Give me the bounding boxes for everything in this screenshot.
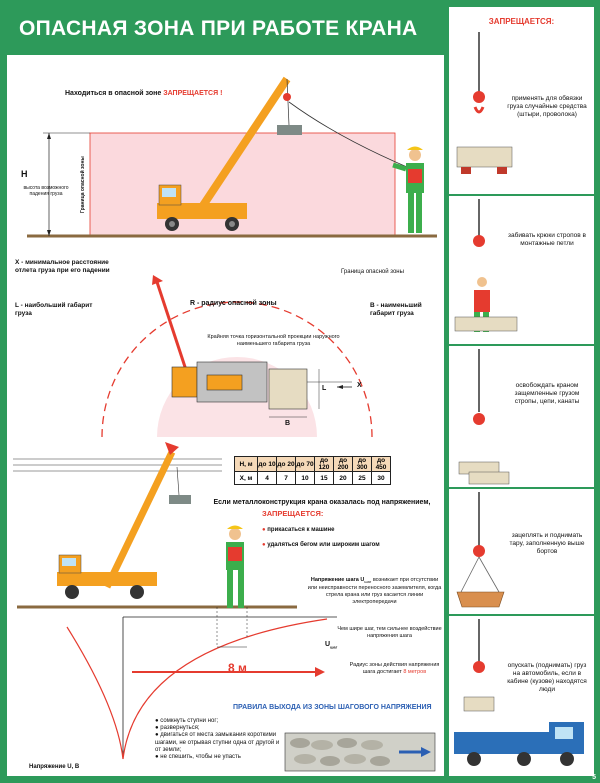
side-item-1: применять для обвязки груза случайные ср… [507,95,587,118]
voltage-axis-label: Напряжение U, B [29,764,80,770]
radius-text: Радиус зоны действия напряжения шага дос… [347,662,442,676]
u-letter: U [325,641,331,648]
exit-rule-2-text: развернуться; [160,725,200,732]
table-cell: до 120 [314,456,334,472]
b-caption: B - наименьший габарит груза [370,302,422,317]
side-header: ЗАПРЕЩАЕТСЯ: [488,17,555,26]
step-voltage-description: возникает при отсутствии или неисправнос… [307,577,442,606]
exit-rule-3: ● двигаться от места замыкания короткими… [155,732,283,754]
step-wider-text: Чем шире шаг, тем сильнее воздействие на… [337,626,442,639]
table-cell: 25 [352,471,372,485]
exit-rules-list: ● сомкнуть ступни ног; ● развернуться; ●… [155,718,283,761]
table-cell: 7 [276,471,296,485]
table-cell: до 10 [257,456,277,472]
crane-top-illustration [157,76,408,231]
main-illustrations [13,76,437,772]
voltage-item-1: ● прикасаться к машине [262,526,335,534]
table-cell: 10 [295,471,315,485]
table-cell: 20 [333,471,353,485]
r-caption: R - радиус опасной зоны [190,300,277,307]
table-cell: 30 [371,471,391,485]
exit-rule-1-text: сомкнуть ступни ног; [160,718,219,724]
side-panel: ЗАПРЕЩАЕТСЯ: [449,7,594,776]
crane-lower-illustration [57,442,191,599]
height-distance-table: Н, м до 10 до 20 до 70 до 120 до 200 до … [234,456,391,485]
projection-caption: Крайняя точка горизонтальной проекции на… [207,334,340,347]
table-cell: до 200 [333,456,353,472]
bullet-icon: ● [262,527,266,533]
side-item-3: освобождать краном защемленные грузом ст… [514,382,580,405]
table-cell: Н, м [234,456,258,472]
side-item-4: зацеплять и поднимать тару, заполненную … [509,532,585,555]
table-cell: X, м [234,471,258,485]
bullet-icon: ● [155,718,159,724]
stones-illustration [284,732,436,772]
voltage-title: Если металлоконструкция крана оказалась … [213,499,431,506]
exit-rule-4-text: не спешить, чтобы не упасть [160,754,241,761]
radius-diagram [101,275,373,438]
table-cell: до 450 [371,456,391,472]
step-voltage-text: Напряжение шага Uшаг возникает при отсут… [307,577,442,606]
exit-rule-3-text: двигаться от места замыкания короткими ш… [155,732,280,753]
exit-rule-2: ● развернуться; [155,725,283,732]
u-sub: шаг [330,644,338,650]
zone-warning-prefix: Находиться в опасной зоне [65,90,162,97]
side-item-2: забивать крюки стропов в монтажные петли [508,232,586,247]
page-number: 5 [592,774,596,781]
exit-rule-1: ● сомкнуть ступни ног; [155,718,283,725]
page-title: ОПАСНАЯ ЗОНА ПРИ РАБОТЕ КРАНА [19,17,418,40]
voltage-forbidden: ЗАПРЕЩАЕТСЯ: [262,509,324,518]
h-caption: высота возможного падения груза [23,185,69,197]
u-step-label: Uшаг [325,641,337,651]
l-caption: L - наибольший габарит груза [15,302,93,317]
table-cell: 15 [314,471,334,485]
eight-m-label: 8 м [228,661,247,675]
zone-warning-forbidden: ЗАПРЕЩАЕТСЯ ! [163,90,223,97]
dim-l-label: L [322,385,327,392]
x-caption: X - минимальное расстояние отлета груза … [15,259,110,274]
boundary-vertical-label: Граница опасной зоны [80,156,86,213]
title-bar: ОПАСНАЯ ЗОНА ПРИ РАБОТЕ КРАНА [7,7,444,55]
radius-text-main: Радиус зоны действия напряжения шага дос… [349,662,440,675]
table-cell: до 20 [276,456,296,472]
main-panel: ОПАСНАЯ ЗОНА ПРИ РАБОТЕ КРАНА [7,7,444,776]
zone-warning-text: Находиться в опасной зоне ЗАПРЕЩАЕТСЯ ! [65,90,222,98]
step-voltage-sub: шаг [364,579,372,585]
step-voltage-graph [66,607,337,760]
voltage-item-2-text: удаляться бегом или широким шагом [267,542,380,548]
voltage-item-2: ● удаляться бегом или широким шагом [262,541,380,549]
boundary-label: Граница опасной зоны [341,269,404,275]
bullet-icon: ● [155,732,159,739]
worker-top-illustration [392,146,424,233]
table-cell: до 70 [295,456,315,472]
table-row-h: Н, м до 10 до 20 до 70 до 120 до 200 до … [234,456,391,472]
table-cell: 4 [257,471,277,485]
step-voltage-label: Напряжение шага U [310,577,365,583]
bullet-icon: ● [155,725,159,732]
side-illustrations [449,32,594,766]
bullet-icon: ● [262,542,266,548]
bullet-icon: ● [155,754,159,761]
table-cell: до 300 [352,456,372,472]
voltage-item-1-text: прикасаться к машине [267,527,335,533]
table-row-x: X, м 4 7 10 15 20 25 30 [234,471,391,485]
dim-x-label: X [357,382,362,389]
exit-rule-4: ● не спешить, чтобы не упасть [155,754,283,761]
dim-b-label: B [285,420,291,427]
exit-rules-title: ПРАВИЛА ВЫХОДА ИЗ ЗОНЫ ШАГОВОГО НАПРЯЖЕН… [233,704,432,711]
side-item-5: опускать (поднимать) груз на автомобиль,… [507,662,587,693]
worker-lower-illustration [226,525,244,608]
h-label: H [21,169,28,179]
radius-value: 8 метров [403,669,427,675]
